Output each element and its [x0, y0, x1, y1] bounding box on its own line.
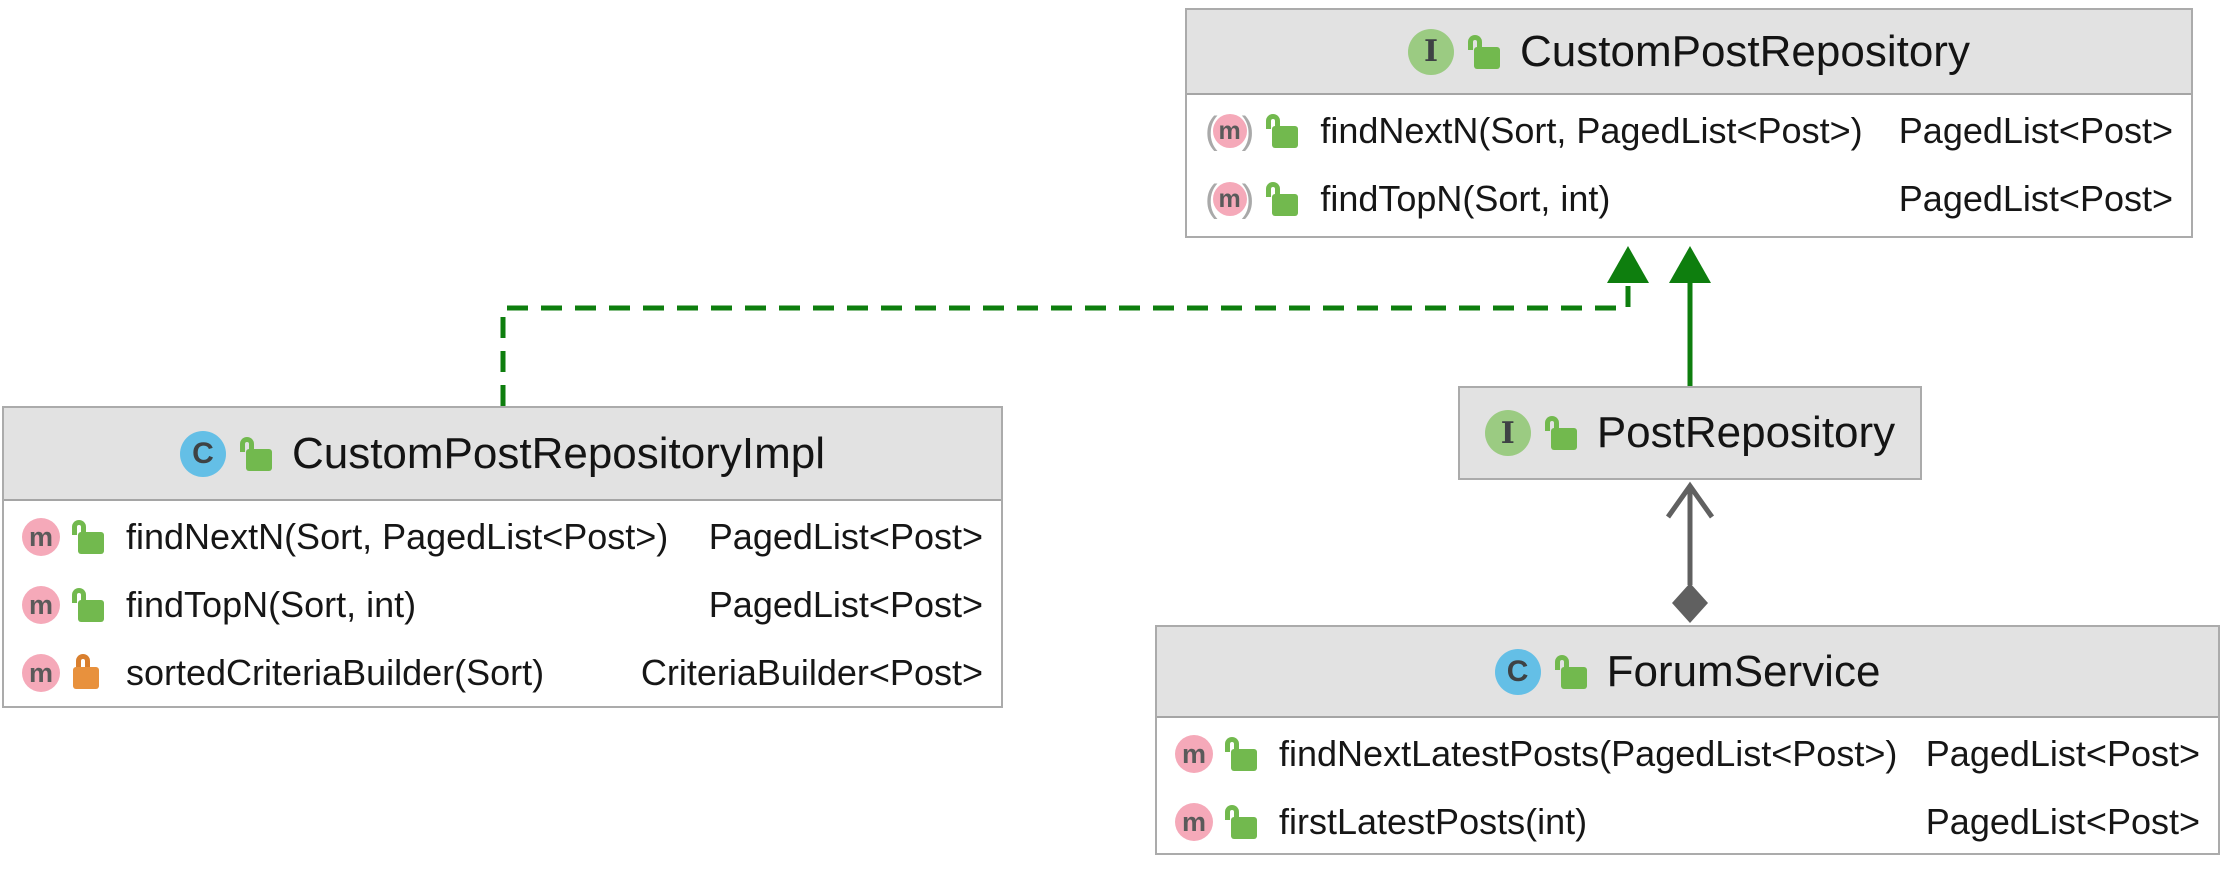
class-node-postrepository[interactable]: I PostRepository	[1458, 386, 1922, 480]
class-icon: C	[1494, 648, 1541, 695]
method-return-type: PagedList<Post>	[1925, 733, 2200, 774]
public-lock-icon	[1266, 179, 1299, 219]
aggregation-diamond-icon	[1672, 583, 1708, 623]
method-icon: m	[22, 518, 60, 556]
class-name: CustomPostRepositoryImpl	[291, 428, 826, 478]
class-name: CustomPostRepository	[1520, 26, 1970, 76]
interface-icon: I	[1484, 410, 1531, 456]
method-row[interactable]: m findTopN(Sort, int) PagedList<Post>	[4, 571, 1001, 639]
method-row[interactable]: m firstLatestPosts(int) PagedList<Post>	[1157, 788, 2218, 856]
class-letter: C	[192, 436, 214, 470]
method-return-type: PagedList<Post>	[1898, 110, 2173, 151]
method-icon: m	[22, 586, 60, 624]
public-lock-icon	[1225, 802, 1257, 842]
method-icon: m	[1175, 735, 1213, 773]
method-return-type: CriteriaBuilder<Post>	[640, 652, 983, 693]
method-signature: findNextN(Sort, PagedList<Post>)	[1320, 110, 1863, 151]
abstract-method-icon: ( m )	[1205, 178, 1255, 220]
abstract-method-icon: ( m )	[1205, 110, 1255, 152]
open-arrowhead-icon	[1665, 481, 1715, 519]
method-signature: findTopN(Sort, int)	[1320, 178, 1611, 219]
public-lock-icon	[239, 434, 272, 474]
realization-dashed-line[interactable]	[500, 284, 1631, 406]
method-return-type: PagedList<Post>	[1898, 178, 2173, 219]
node-header[interactable]: C CustomPostRepositoryImpl	[4, 408, 1001, 501]
method-signature: findNextN(Sort, PagedList<Post>)	[126, 516, 669, 557]
method-row[interactable]: m findNextN(Sort, PagedList<Post>) Paged…	[4, 503, 1001, 571]
public-lock-icon	[1554, 652, 1587, 692]
method-signature: sortedCriteriaBuilder(Sort)	[126, 652, 545, 693]
public-lock-icon	[72, 585, 104, 625]
public-lock-icon	[1225, 734, 1257, 774]
method-signature: findTopN(Sort, int)	[126, 584, 417, 625]
public-lock-icon	[72, 517, 104, 557]
node-header[interactable]: I PostRepository	[1460, 388, 1920, 478]
class-node-custompostrepositoryimpl[interactable]: C CustomPostRepositoryImpl m findNextN(S…	[2, 406, 1003, 708]
method-row[interactable]: m sortedCriteriaBuilder(Sort) CriteriaBu…	[4, 639, 1001, 707]
class-icon: C	[179, 430, 226, 477]
method-signature: findNextLatestPosts(PagedList<Post>)	[1279, 733, 1898, 774]
method-return-type: PagedList<Post>	[708, 516, 983, 557]
method-return-type: PagedList<Post>	[1925, 801, 2200, 842]
public-lock-icon	[1468, 32, 1501, 72]
public-lock-icon	[1266, 111, 1299, 151]
class-name: ForumService	[1606, 646, 1881, 696]
realization-triangle-arrowhead-icon	[1607, 246, 1649, 283]
class-node-forumservice[interactable]: C ForumService m findNextLatestPosts(Pag…	[1155, 625, 2220, 855]
method-return-type: PagedList<Post>	[708, 584, 983, 625]
method-row[interactable]: ( m ) findNextN(Sort, PagedList<Post>) P…	[1187, 97, 2191, 165]
interface-letter: I	[1500, 415, 1515, 451]
class-node-custompostrepository[interactable]: I CustomPostRepository ( m ) findNextN(S…	[1185, 8, 2193, 238]
interface-letter: I	[1423, 34, 1439, 69]
public-lock-icon	[1544, 413, 1577, 453]
members-list: m findNextN(Sort, PagedList<Post>) Paged…	[4, 501, 1001, 707]
method-row[interactable]: m findNextLatestPosts(PagedList<Post>) P…	[1157, 720, 2218, 788]
extension-triangle-arrowhead-icon	[1669, 246, 1711, 283]
interface-icon: I	[1408, 28, 1455, 75]
class-name: PostRepository	[1596, 408, 1896, 457]
method-icon: m	[1175, 803, 1213, 841]
node-header[interactable]: I CustomPostRepository	[1187, 10, 2191, 95]
class-letter: C	[1506, 654, 1529, 688]
method-signature: firstLatestPosts(int)	[1279, 801, 1588, 842]
node-header[interactable]: C ForumService	[1157, 627, 2218, 718]
method-row[interactable]: ( m ) findTopN(Sort, int) PagedList<Post…	[1187, 165, 2191, 233]
members-list: ( m ) findNextN(Sort, PagedList<Post>) P…	[1187, 95, 2191, 233]
edge-aggregation-forumservice-to-postrepository[interactable]	[1665, 481, 1715, 623]
members-list: m findNextLatestPosts(PagedList<Post>) P…	[1157, 718, 2218, 856]
edge-extension-postrepository-to-interface[interactable]	[1669, 246, 1711, 386]
method-icon: m	[22, 654, 60, 692]
edge-realization-impl-to-interface[interactable]	[500, 246, 1649, 406]
private-lock-icon	[72, 653, 104, 693]
